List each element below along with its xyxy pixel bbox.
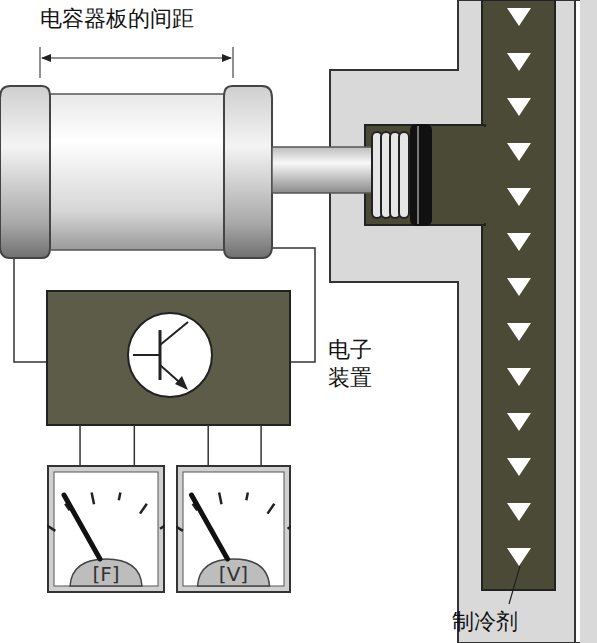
refrigerant-label: 制冷剂 bbox=[452, 609, 518, 635]
meter-wire bbox=[80, 425, 134, 465]
meter-wire bbox=[208, 425, 261, 465]
dimension-label: 电容器板的间距 bbox=[40, 6, 194, 32]
device-label: 电子 装置 bbox=[328, 336, 379, 391]
voltage-meter: [V] bbox=[176, 465, 291, 593]
electronic-device: 电子 装置 bbox=[47, 291, 290, 425]
meter-unit: [V] bbox=[176, 562, 291, 587]
meter-unit: [F] bbox=[47, 562, 165, 587]
capacitance-meter: [F] bbox=[47, 465, 165, 593]
